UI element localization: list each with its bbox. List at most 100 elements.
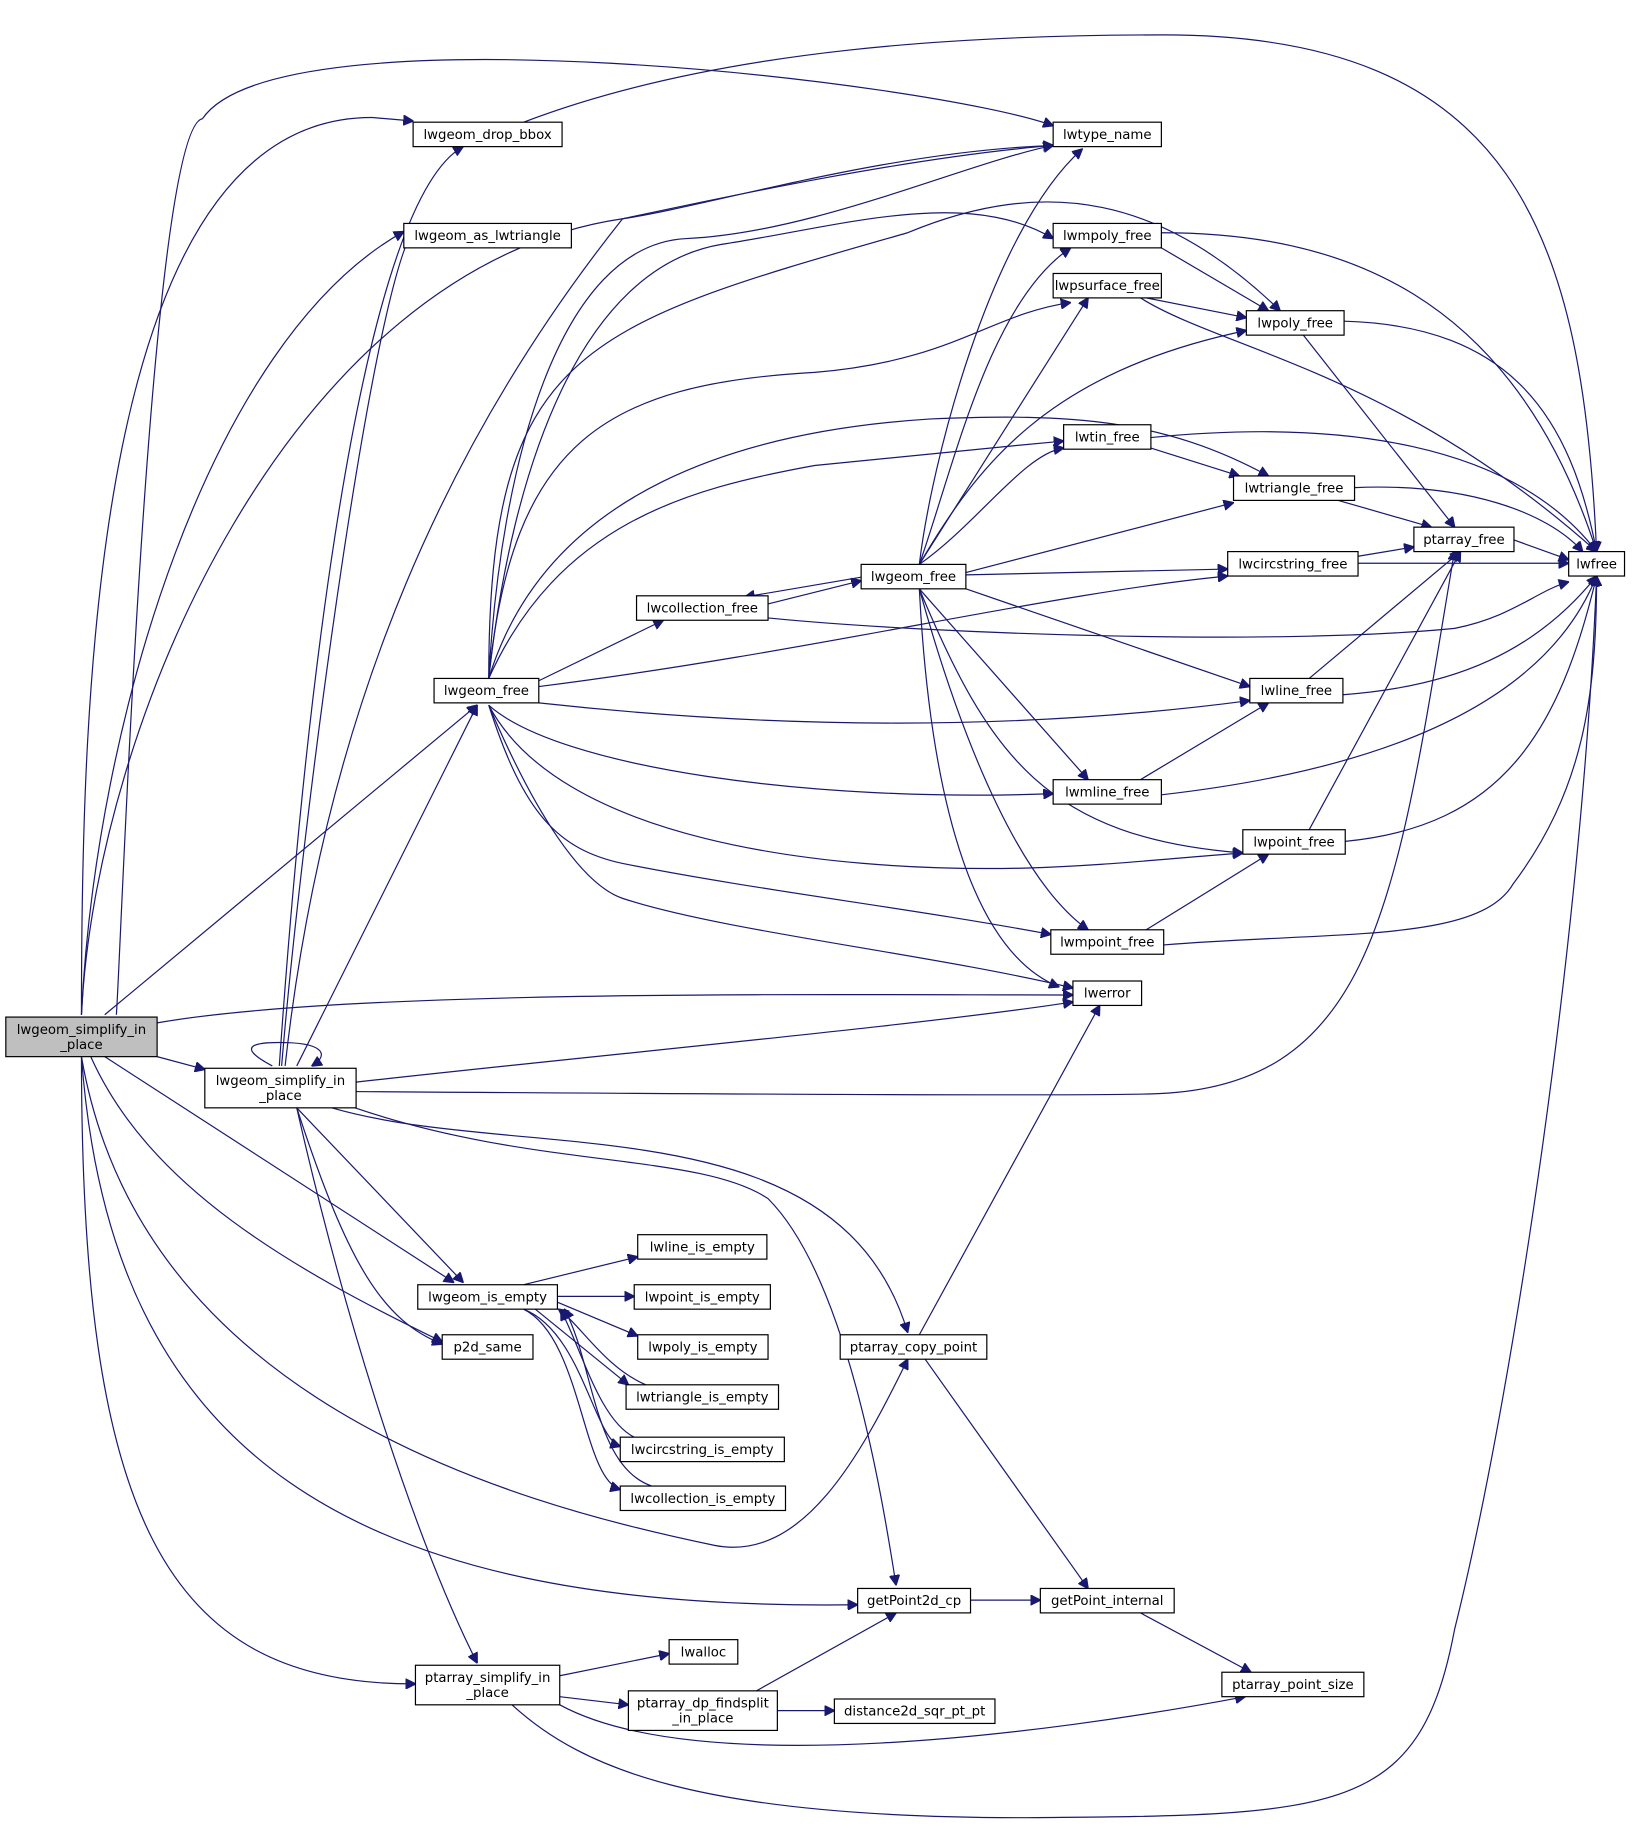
node-box: [414, 1664, 561, 1706]
node-tinfree[interactable]: lwtin_free: [1063, 424, 1152, 450]
node-ptsize[interactable]: ptarray_point_size: [1221, 1671, 1365, 1698]
node-label: lwpoly_is_empty: [648, 1340, 757, 1355]
edge-psurffree-to-polyfree: [1140, 297, 1246, 318]
edge-sip-to-dropbbox: [279, 147, 463, 1066]
node-label: lwtin_free: [1075, 430, 1140, 445]
edge-pointfree-to-ptfree: [1309, 552, 1460, 830]
edge-sip-to-astri: [282, 225, 419, 1066]
node-box: [619, 1485, 787, 1512]
node-label: lwtype_name: [1063, 128, 1152, 143]
edge-root-to-ptsimp: [81, 1057, 415, 1684]
edge-gfree-to-psurffree: [489, 303, 1071, 679]
node-pointfree[interactable]: lwpoint_free: [1242, 829, 1346, 855]
node-psurffree[interactable]: lwpsurface_free: [1052, 272, 1162, 299]
node-pointe[interactable]: lwpoint_is_empty: [633, 1284, 771, 1310]
node-label: getPoint2d_cp: [867, 1594, 961, 1609]
edge-tinfree-to-trifree: [1151, 448, 1239, 476]
node-label: distance2d_sqr_pt_pt: [844, 1705, 985, 1720]
edge-gfree-to-collfree: [539, 620, 664, 681]
node-mpointfree[interactable]: lwmpoint_free: [1050, 929, 1165, 955]
node-gfree[interactable]: lwgeom_free: [433, 677, 540, 704]
node-circfree[interactable]: lwcircstring_free: [1227, 550, 1359, 577]
node-box: [1242, 829, 1346, 855]
edge-collfree-to-lwfree: [768, 582, 1569, 637]
node-getp2d[interactable]: getPoint2d_cp: [857, 1587, 972, 1614]
node-lwerror[interactable]: lwerror: [1072, 980, 1143, 1007]
node-getint[interactable]: getPoint_internal: [1039, 1587, 1175, 1614]
node-astri[interactable]: lwgeom_as_lwtriangle: [403, 222, 572, 249]
edge-findsplit-to-getp2d: [756, 1613, 896, 1691]
node-sip[interactable]: lwgeom_simplify_in_place: [204, 1067, 357, 1109]
node-dist2d[interactable]: distance2d_sqr_pt_pt: [833, 1698, 996, 1725]
node-mlinefree[interactable]: lwmline_free: [1052, 779, 1162, 805]
node-label: lwgeom_drop_bbox: [423, 128, 551, 143]
node-label: ptarray_point_size: [1232, 1678, 1354, 1693]
node-box: [633, 1284, 771, 1310]
edge-gfree-to-mpolyfree: [489, 213, 1053, 679]
edge-gfree2-to-trifree: [966, 503, 1234, 573]
node-mpolyfree[interactable]: lwmpoly_free: [1052, 222, 1162, 249]
node-label: lwcollection_free: [647, 602, 758, 617]
edge-root-to-lwerror: [157, 995, 1073, 1023]
node-polye[interactable]: lwpoly_is_empty: [637, 1334, 769, 1360]
node-p2d[interactable]: p2d_same: [441, 1334, 534, 1360]
node-label: lwgeom_as_lwtriangle: [414, 229, 561, 244]
node-trifree[interactable]: lwtriangle_free: [1232, 475, 1356, 501]
edge-gfree-to-mpointfree: [489, 705, 1051, 934]
node-label: lwmpoly_free: [1063, 229, 1152, 244]
node-isempty[interactable]: lwgeom_is_empty: [417, 1284, 559, 1310]
node-trie[interactable]: lwtriangle_is_empty: [625, 1384, 780, 1410]
edge-colle-to-isempty: [564, 1309, 651, 1486]
edge-gfree2-to-pointfree: [919, 589, 1243, 853]
node-linefree[interactable]: lwline_free: [1249, 677, 1344, 704]
node-box: [857, 1587, 972, 1614]
edge-linefree-to-ptfree: [1309, 552, 1460, 679]
edge-ptsimp-to-lwfree: [512, 576, 1597, 1818]
node-label: lwtriangle_free: [1245, 482, 1344, 497]
node-ptfree[interactable]: ptarray_free: [1413, 526, 1515, 553]
node-collfree[interactable]: lwcollection_free: [635, 595, 769, 621]
node-box: [619, 1436, 785, 1463]
edge-gfree2-to-mpolyfree: [919, 248, 1070, 565]
edge-gfree-to-typename: [489, 145, 1053, 678]
node-lwfree[interactable]: lwfree: [1568, 550, 1626, 577]
edge-collfree-to-gfree2: [768, 581, 861, 604]
node-lwalloc[interactable]: lwalloc: [668, 1639, 739, 1665]
node-label: lwmline_free: [1065, 785, 1149, 800]
node-label: lwerror: [1084, 987, 1131, 1002]
edge-root-to-sip: [157, 1057, 205, 1070]
node-ptsimp[interactable]: ptarray_simplify_in_place: [414, 1664, 561, 1706]
edge-mpointfree-to-lwfree: [1164, 576, 1597, 945]
node-label: lwcircstring_is_empty: [631, 1443, 774, 1458]
node-box: [5, 1016, 158, 1058]
edge-root-to-astri: [81, 232, 403, 1015]
node-box: [1039, 1587, 1175, 1614]
node-box: [1052, 272, 1162, 299]
node-box: [637, 1234, 768, 1260]
edge-gfree-to-lwerror: [489, 705, 1073, 988]
edge-gfree2-to-circfree: [966, 569, 1228, 575]
node-label: lwtriangle_is_empty: [636, 1391, 769, 1406]
node-label: _place: [258, 1089, 301, 1104]
node-linee[interactable]: lwline_is_empty: [637, 1234, 768, 1260]
edge-linefree-to-lwfree: [1343, 576, 1597, 695]
node-polyfree[interactable]: lwpoly_free: [1245, 310, 1345, 336]
edge-sip-to-sip: [251, 1042, 321, 1065]
node-root[interactable]: lwgeom_simplify_in_place: [5, 1016, 158, 1058]
node-typename[interactable]: lwtype_name: [1052, 121, 1162, 148]
node-label: _in_place: [671, 1712, 733, 1727]
node-gfree2[interactable]: lwgeom_free: [860, 563, 967, 590]
node-box: [1232, 475, 1356, 501]
node-label: ptarray_copy_point: [850, 1340, 977, 1355]
node-colle[interactable]: lwcollection_is_empty: [619, 1485, 787, 1512]
edge-dropbbox-to-lwfree: [524, 35, 1597, 552]
node-label: ptarray_free: [1423, 533, 1504, 548]
node-dropbbox[interactable]: lwgeom_drop_bbox: [412, 121, 563, 148]
node-copypt[interactable]: ptarray_copy_point: [839, 1334, 988, 1360]
edge-root-to-isempty: [105, 1057, 454, 1283]
node-circe[interactable]: lwcircstring_is_empty: [619, 1436, 785, 1463]
node-box: [839, 1334, 988, 1360]
node-findsplit[interactable]: ptarray_dp_findsplit_in_place: [627, 1690, 778, 1732]
node-label: lwpoly_free: [1257, 316, 1333, 331]
